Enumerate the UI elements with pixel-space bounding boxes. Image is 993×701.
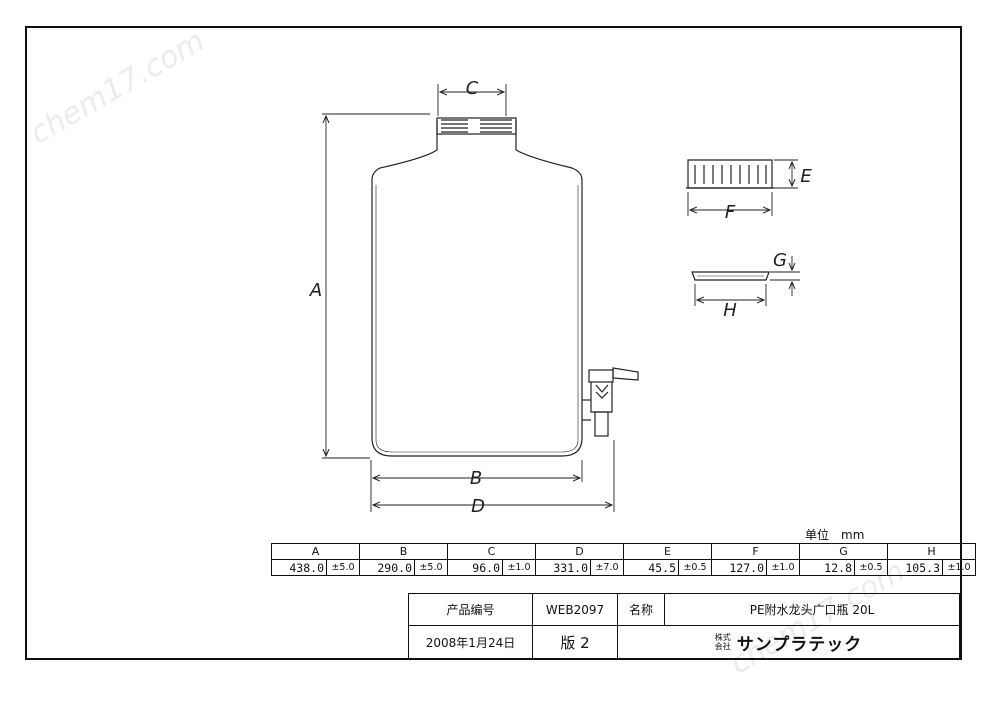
drawing-frame (25, 26, 962, 660)
label-a: A (309, 280, 322, 301)
product-no-label: 产品编号 (408, 593, 533, 626)
dim-value-b: 290.0 (359, 559, 415, 576)
dim-header-f: F (711, 543, 800, 560)
product-no: WEB2097 (532, 593, 618, 626)
dim-tol-h: ±1.0 (942, 559, 976, 576)
maker-prefix: 株式 会社 (715, 633, 731, 651)
dim-tol-f: ±1.0 (766, 559, 800, 576)
dimension-header-row: A B C D E F G H (271, 543, 976, 560)
bottle-outline (371, 120, 583, 457)
dim-tol-c: ±1.0 (502, 559, 536, 576)
title-block: 产品编号 WEB2097 名称 PE附水龙头广口瓶 20L 2008年1月24日… (408, 593, 960, 659)
dim-value-f: 127.0 (711, 559, 767, 576)
dim-tol-a: ±5.0 (326, 559, 360, 576)
dim-header-g: G (799, 543, 888, 560)
maker-cell: 株式 会社 サンプラテック (617, 625, 960, 659)
dim-tol-g: ±0.5 (854, 559, 888, 576)
label-f: F (725, 202, 736, 223)
dim-value-d: 331.0 (535, 559, 591, 576)
dim-value-c: 96.0 (447, 559, 503, 576)
label-d: D (471, 496, 485, 517)
drawing-version: 版 2 (532, 625, 618, 659)
maker-prefix-line1: 株式 (714, 633, 731, 642)
dim-tol-b: ±5.0 (414, 559, 448, 576)
label-h: H (723, 300, 737, 321)
dim-value-a: 438.0 (271, 559, 327, 576)
maker-name: サンプラテック (736, 634, 863, 655)
dim-value-h: 105.3 (887, 559, 943, 576)
label-g: G (773, 250, 787, 271)
dimension-value-row: 438.0 ±5.0 290.0 ±5.0 96.0 ±1.0 331.0 ±7… (271, 559, 976, 576)
dim-header-b: B (359, 543, 448, 560)
dim-header-e: E (623, 543, 712, 560)
neck-thread (436, 117, 517, 135)
cap-drawing (686, 159, 774, 189)
dim-header-h: H (887, 543, 976, 560)
drawing-date: 2008年1月24日 (408, 625, 533, 659)
dim-header-a: A (271, 543, 360, 560)
name-label: 名称 (617, 593, 665, 626)
bottle-inner-line (375, 185, 579, 453)
unit-label: 单位 mm (805, 528, 865, 542)
dim-value-g: 12.8 (799, 559, 855, 576)
tap (582, 367, 639, 437)
maker-logo: 株式 会社 サンプラテック (618, 630, 959, 655)
dim-header-d: D (535, 543, 624, 560)
label-e: E (800, 166, 812, 187)
dimension-table: A B C D E F G H 438.0 ±5.0 290.0 ±5.0 96… (271, 543, 976, 576)
dim-tol-d: ±7.0 (590, 559, 624, 576)
dim-header-c: C (447, 543, 536, 560)
maker-prefix-line2: 会社 (714, 642, 731, 651)
inner-lid-drawing (691, 271, 770, 281)
product-name: PE附水龙头广口瓶 20L (664, 593, 960, 626)
label-c: C (466, 78, 479, 99)
dim-value-e: 45.5 (623, 559, 679, 576)
dim-tol-e: ±0.5 (678, 559, 712, 576)
label-b: B (470, 468, 482, 489)
